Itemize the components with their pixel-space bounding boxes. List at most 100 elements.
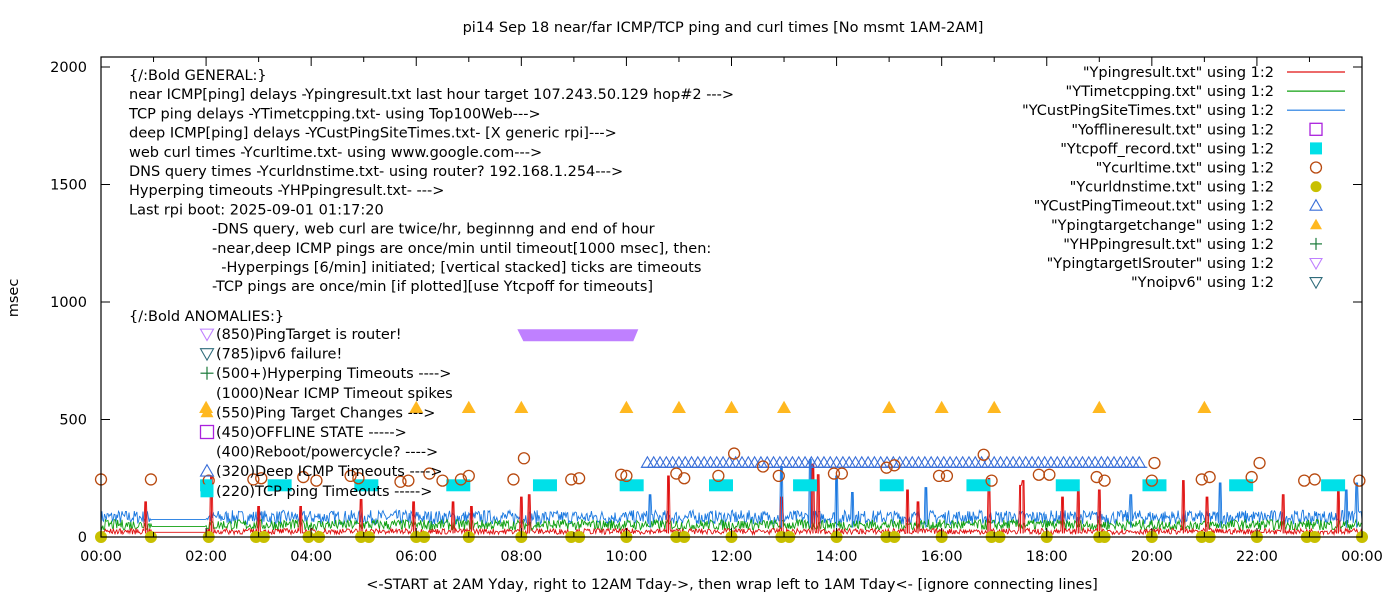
custping-timeout-marker xyxy=(779,455,794,468)
legend-label: "Ycurldnstime.txt" using 1:2 xyxy=(1070,180,1274,196)
custping-timeout-marker xyxy=(678,455,693,468)
target-change-marker xyxy=(724,400,739,413)
x-tick-label: 00:00 xyxy=(1341,549,1383,565)
custping-timeout-marker xyxy=(955,455,970,468)
curl-time-marker xyxy=(615,468,628,481)
curl-time-marker xyxy=(835,467,848,480)
x-tick-label: 00:00 xyxy=(80,549,122,565)
anomaly-key-plus-icon xyxy=(200,366,214,380)
legend-tri-down-open-icon xyxy=(1309,257,1323,271)
annotation-anomaly-line: (785)ipv6 failure! xyxy=(216,347,342,363)
curl-time-marker xyxy=(1298,474,1311,487)
legend-label: "YHPpingresult.txt" using 1:2 xyxy=(1063,237,1274,253)
custping-timeout-marker xyxy=(1119,455,1134,468)
x-tick-label: 06:00 xyxy=(395,549,437,565)
tcp-off-marker xyxy=(1055,479,1080,492)
target-change-marker xyxy=(514,400,529,413)
legend-circle-filled-icon xyxy=(1310,181,1322,193)
curl-time-marker xyxy=(827,467,841,480)
curl-time-marker xyxy=(880,461,893,474)
curl-time-marker xyxy=(1145,474,1158,487)
curl-time-marker xyxy=(772,469,785,483)
custping-timeout-marker xyxy=(949,455,964,468)
custping-timeout-marker xyxy=(823,455,838,468)
custping-timeout-marker xyxy=(1100,455,1115,468)
custping-timeout-marker xyxy=(690,455,705,468)
custping-timeout-marker xyxy=(653,455,667,468)
curl-time-marker xyxy=(572,472,586,485)
anomaly-key-tri-down-open-icon xyxy=(199,328,215,342)
annotation-general-line: DNS query times -Ycurldnstime.txt- using… xyxy=(129,164,623,180)
curl-time-marker xyxy=(462,469,475,483)
tcp-off-marker xyxy=(354,479,379,492)
legend-square-open-icon xyxy=(1309,122,1323,136)
tcp-off-marker xyxy=(966,479,991,492)
anomaly-key-square-open-icon xyxy=(199,424,215,440)
tcp-off-marker xyxy=(708,479,733,492)
custping-timeout-marker xyxy=(703,455,718,468)
curl-time-marker xyxy=(932,469,946,483)
curl-time-marker xyxy=(670,467,683,480)
custping-timeout-marker xyxy=(930,455,945,468)
curl-time-marker xyxy=(712,469,725,483)
custping-timeout-marker xyxy=(709,455,724,468)
curl-time-marker xyxy=(423,467,436,480)
curl-time-marker xyxy=(888,459,901,472)
annotation-general-line: near ICMP[ping] delays -Ypingresult.txt … xyxy=(129,87,734,103)
custping-timeout-marker xyxy=(1107,455,1121,468)
custping-timeout-marker xyxy=(854,455,869,468)
curl-time-marker xyxy=(436,474,449,487)
custping-timeout-marker xyxy=(741,455,756,468)
target-change-marker xyxy=(934,400,949,413)
target-change-marker xyxy=(882,400,897,413)
custping-timeout-marker xyxy=(684,455,699,468)
curl-time-marker xyxy=(977,448,990,461)
tcp-off-marker xyxy=(879,479,904,492)
anomaly-key-square-filled-icon xyxy=(200,484,214,498)
x-tick-label: 18:00 xyxy=(1026,549,1068,565)
annotation-general-header: {/:Bold GENERAL:} xyxy=(129,68,267,84)
curl-time-marker xyxy=(352,472,365,485)
custping-timeout-marker xyxy=(640,455,655,468)
custping-timeout-marker xyxy=(917,455,932,468)
custping-timeout-marker xyxy=(646,455,661,468)
annotation-anomaly-line: (220)TCP ping Timeouts -----> xyxy=(216,484,432,500)
custping-timeout-marker xyxy=(1031,455,1046,468)
custping-timeout-marker xyxy=(962,455,976,468)
custping-timeout-marker xyxy=(1113,455,1128,468)
legend-label: "Ycurltime.txt" using 1:2 xyxy=(1096,161,1274,177)
curl-time-marker xyxy=(297,470,310,484)
custping-timeout-marker xyxy=(1094,455,1109,468)
curl-time-marker xyxy=(1043,468,1056,481)
x-tick-label: 22:00 xyxy=(1236,549,1278,565)
y-tick-label: 500 xyxy=(59,413,87,429)
x-tick-label: 04:00 xyxy=(290,549,332,565)
custping-timeout-marker xyxy=(905,455,920,468)
tcp-off-marker xyxy=(1229,479,1254,492)
y-tick-label: 2000 xyxy=(50,60,87,76)
custping-timeout-marker xyxy=(1081,455,1096,468)
custping-timeout-marker xyxy=(898,455,913,468)
custping-timeout-marker xyxy=(672,455,686,468)
curl-time-marker xyxy=(255,472,268,485)
legend-label: "Ypingtargetchange" using 1:2 xyxy=(1051,218,1274,234)
x-tick-label: 02:00 xyxy=(185,549,227,565)
annotation-general-line: deep ICMP[ping] delays -YCustPingSiteTim… xyxy=(129,126,617,142)
annotation-note-line: -TCP pings are once/min [if plotted][use… xyxy=(212,279,653,295)
target-change-marker xyxy=(987,400,1002,413)
custping-timeout-marker xyxy=(936,455,951,468)
x-tick-label: 08:00 xyxy=(500,549,542,565)
tcp-off-marker xyxy=(532,479,557,492)
x-tick-label: 12:00 xyxy=(711,549,753,565)
curl-time-marker xyxy=(565,473,578,486)
legend-label: "Ynoipv6" using 1:2 xyxy=(1131,275,1274,291)
curl-time-marker xyxy=(517,452,531,465)
curl-time-marker xyxy=(1203,470,1216,484)
curl-time-marker xyxy=(756,460,770,473)
custping-timeout-marker xyxy=(911,455,926,468)
custping-timeout-marker xyxy=(791,455,806,468)
curl-time-marker xyxy=(507,473,520,486)
curl-time-marker xyxy=(1253,456,1266,470)
custping-timeout-marker xyxy=(1132,455,1147,468)
